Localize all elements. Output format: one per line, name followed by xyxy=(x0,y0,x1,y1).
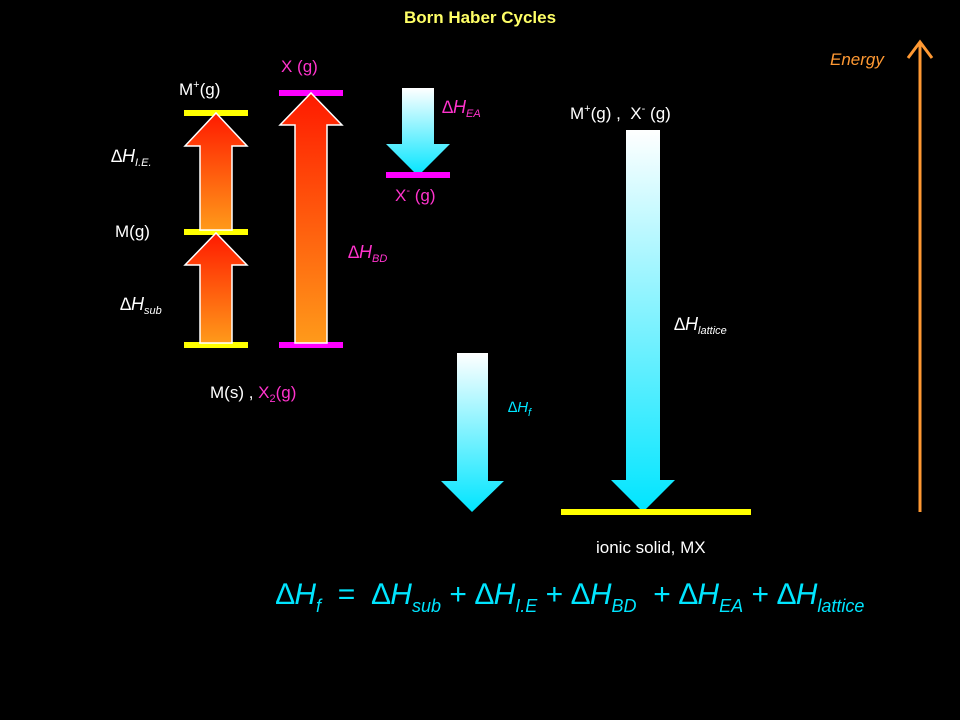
label-delta-h-lattice: ∆Hlattice xyxy=(674,314,727,337)
label-delta-h-sub: ∆Hsub xyxy=(120,294,162,317)
electron-affinity-arrow xyxy=(386,88,450,176)
energy-axis-label: Energy xyxy=(830,50,884,69)
level-x-minus-g xyxy=(386,172,450,178)
hess-law-equation: ∆Hf = ∆Hsub + ∆HI.E + ∆HBD + ∆HEA + ∆Hla… xyxy=(276,578,865,616)
lattice-enthalpy-arrow xyxy=(611,130,675,512)
energy-axis xyxy=(906,39,934,512)
label-delta-h-ie: ∆HI.E. xyxy=(111,146,152,169)
label-m-g: M(g) xyxy=(115,222,150,241)
label-ionic-solid: ionic solid, MX xyxy=(596,538,706,557)
label-delta-h-bd: ∆HBD xyxy=(348,242,388,265)
level-m-s xyxy=(184,342,248,348)
page-title: Born Haber Cycles xyxy=(403,8,557,27)
bond-dissociation-arrow xyxy=(278,91,344,344)
label-x-minus-g: X- (g) xyxy=(395,185,436,205)
sublimation-arrow xyxy=(183,231,249,344)
level-x2-g xyxy=(279,342,343,348)
label-delta-h-f: ∆Hf xyxy=(508,399,532,419)
label-m-plus-g: M+(g) xyxy=(179,79,221,99)
label-gaseous-ions: M+(g) , X- (g) xyxy=(570,103,671,123)
label-m-s-x2-g: M(s) , X2(g) xyxy=(210,383,297,405)
label-x-g: X (g) xyxy=(281,57,318,76)
level-ionic-solid xyxy=(561,509,751,515)
label-delta-h-ea: ∆HEA xyxy=(442,97,481,120)
formation-enthalpy-arrow xyxy=(441,353,504,512)
ionization-energy-arrow xyxy=(183,111,249,231)
